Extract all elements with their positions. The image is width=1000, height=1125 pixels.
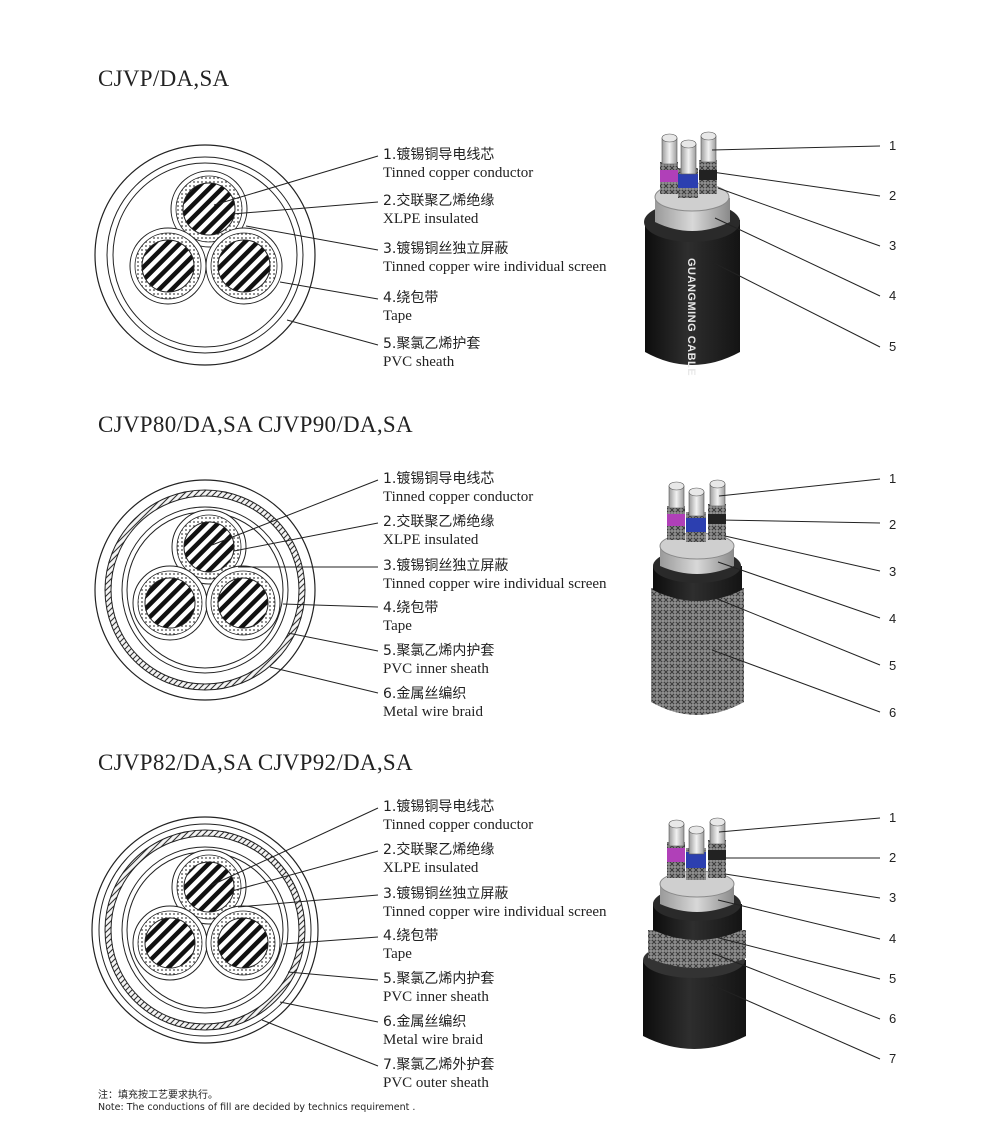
label-en: Tinned copper conductor — [383, 165, 534, 181]
label-en: XLPE insulated — [383, 211, 479, 227]
label-1-4: 4.绕包带 Tape — [383, 289, 438, 325]
callout-number: 4 — [889, 611, 897, 626]
label-zh: 4.绕包带 — [383, 290, 439, 306]
core-top — [170, 170, 248, 248]
label-en: PVC inner sheath — [383, 661, 489, 677]
label-zh: 6.金属丝编织 — [383, 1014, 467, 1030]
core-right — [205, 227, 283, 305]
label-en: Tinned copper wire individual screen — [383, 576, 607, 592]
label-3-2: 2.交联聚乙烯绝缘 XLPE insulated — [383, 841, 494, 877]
brand-text: GUANGMING CABLE — [685, 258, 697, 376]
label-en: XLPE insulated — [383, 532, 479, 548]
section-1-title: CJVP/DA,SA — [98, 66, 230, 91]
label-en: Tape — [383, 946, 412, 962]
label-3-3: 3.镀锡铜丝独立屏蔽 Tinned copper wire individual… — [383, 885, 607, 921]
callout-number: 1 — [889, 810, 897, 825]
callout-number: 4 — [889, 288, 897, 303]
label-en: Metal wire braid — [383, 704, 483, 720]
label-en: Tape — [383, 618, 412, 634]
label-en: Tinned copper conductor — [383, 817, 534, 833]
label-3-7: 7.聚氯乙烯外护套 PVC outer sheath — [383, 1056, 494, 1092]
label-3-5: 5.聚氯乙烯内护套 PVC inner sheath — [383, 970, 494, 1006]
callout-number: 6 — [889, 705, 897, 720]
label-en: Tinned copper conductor — [383, 489, 534, 505]
cable-3d-3 — [643, 817, 881, 1060]
label-zh: 5.聚氯乙烯护套 — [383, 336, 481, 352]
label-zh: 2.交联聚乙烯绝缘 — [383, 842, 495, 858]
callout-number: 7 — [889, 1051, 897, 1066]
label-3-1: 1.镀锡铜导电线芯 Tinned copper conductor — [383, 798, 533, 834]
callout-number: 2 — [889, 517, 897, 532]
label-zh: 1.镀锡铜导电线芯 — [383, 147, 495, 163]
label-3-4: 4.绕包带 Tape — [383, 927, 438, 963]
label-1-2: 2.交联聚乙烯绝缘 XLPE insulated — [383, 192, 494, 228]
cross-section-2 — [94, 479, 379, 701]
label-en: Tape — [383, 308, 412, 324]
label-en: PVC sheath — [383, 354, 455, 370]
label-zh: 2.交联聚乙烯绝缘 — [383, 514, 495, 530]
label-zh: 6.金属丝编织 — [383, 686, 467, 702]
core-left — [129, 227, 207, 305]
callout-number: 1 — [889, 471, 897, 486]
label-2-3: 3.镀锡铜丝独立屏蔽 Tinned copper wire individual… — [383, 557, 607, 593]
label-2-5: 5.聚氯乙烯内护套 PVC inner sheath — [383, 642, 494, 678]
callout-number: 6 — [889, 1011, 897, 1026]
label-en: PVC outer sheath — [383, 1075, 489, 1091]
label-zh: 4.绕包带 — [383, 600, 439, 616]
label-zh: 7.聚氯乙烯外护套 — [383, 1057, 495, 1073]
cable-3d-2 — [651, 478, 881, 715]
label-zh: 3.镀锡铜丝独立屏蔽 — [383, 886, 509, 902]
label-1-3: 3.镀锡铜丝独立屏蔽 Tinned copper wire individual… — [383, 240, 607, 276]
label-en: XLPE insulated — [383, 860, 479, 876]
section-2-title: CJVP80/DA,SA CJVP90/DA,SA — [98, 412, 413, 437]
label-2-1: 1.镀锡铜导电线芯 Tinned copper conductor — [383, 470, 533, 506]
callout-number: 3 — [889, 564, 897, 579]
label-zh: 3.镀锡铜丝独立屏蔽 — [383, 241, 509, 257]
cable-3d-1 — [644, 131, 881, 365]
cross-section-3 — [91, 807, 379, 1067]
callout-number: 3 — [889, 890, 897, 905]
label-zh: 4.绕包带 — [383, 928, 439, 944]
callout-number: 2 — [889, 188, 897, 203]
label-zh: 5.聚氯乙烯内护套 — [383, 643, 495, 659]
callout-number: 3 — [889, 238, 897, 253]
footnote-en: Note: The conductions of fill are decide… — [98, 1102, 416, 1113]
label-zh: 2.交联聚乙烯绝缘 — [383, 193, 495, 209]
label-1-1: 1.镀锡铜导电线芯 Tinned copper conductor — [383, 146, 533, 182]
callout-number: 5 — [889, 658, 897, 673]
label-1-5: 5.聚氯乙烯护套 PVC sheath — [383, 335, 480, 371]
label-en: PVC inner sheath — [383, 989, 489, 1005]
label-2-6: 6.金属丝编织 Metal wire braid — [383, 685, 483, 721]
callout-number: 4 — [889, 931, 897, 946]
label-zh: 5.聚氯乙烯内护套 — [383, 971, 495, 987]
label-3-6: 6.金属丝编织 Metal wire braid — [383, 1013, 483, 1049]
label-zh: 1.镀锡铜导电线芯 — [383, 799, 495, 815]
label-en: Tinned copper wire individual screen — [383, 904, 607, 920]
label-zh: 3.镀锡铜丝独立屏蔽 — [383, 558, 509, 574]
label-zh: 1.镀锡铜导电线芯 — [383, 471, 495, 487]
callout-number: 2 — [889, 850, 897, 865]
label-en: Tinned copper wire individual screen — [383, 259, 607, 275]
callout-number: 5 — [889, 339, 897, 354]
callout-number: 1 — [889, 138, 897, 153]
footnote-zh: 注：填充按工艺要求执行。 — [98, 1090, 218, 1101]
callout-number: 5 — [889, 971, 897, 986]
label-en: Metal wire braid — [383, 1032, 483, 1048]
section-3-title: CJVP82/DA,SA CJVP92/DA,SA — [98, 750, 413, 775]
label-2-2: 2.交联聚乙烯绝缘 XLPE insulated — [383, 513, 494, 549]
label-2-4: 4.绕包带 Tape — [383, 599, 438, 635]
cross-section-1 — [94, 144, 379, 366]
